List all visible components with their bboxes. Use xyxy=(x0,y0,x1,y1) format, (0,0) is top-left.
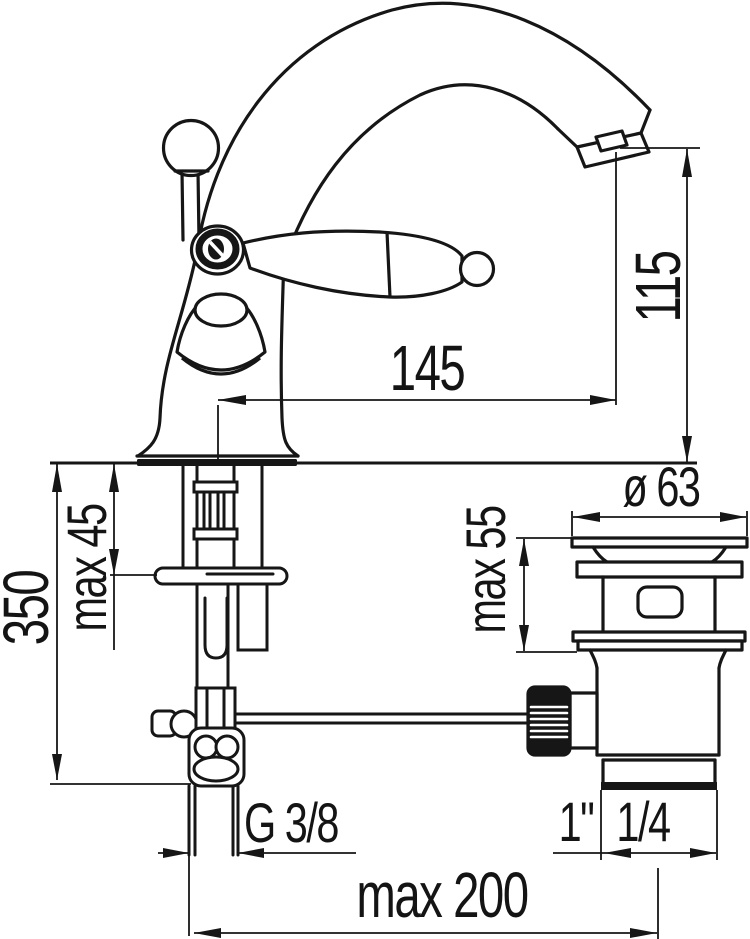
lift-rod-ball-knob xyxy=(161,118,221,178)
pop-up-waste xyxy=(526,536,749,790)
dim-label-diameter-63: ø 63 xyxy=(622,455,700,518)
dim-label-350: 350 xyxy=(0,570,62,646)
dimension-arrows xyxy=(52,149,746,938)
dimension-lines xyxy=(50,147,748,939)
waste-tailpiece xyxy=(595,753,721,790)
curved-spout xyxy=(194,1,652,264)
dim-label-max-200: max 200 xyxy=(356,859,529,931)
compression-elbow-fitting xyxy=(187,686,246,788)
escutcheon-bell xyxy=(175,292,267,376)
threaded-mounting-stud xyxy=(192,464,239,570)
supply-pipe xyxy=(195,582,230,690)
supply-thread-pipe xyxy=(187,784,240,857)
spout-aerator xyxy=(575,129,651,169)
dim-label-115: 115 xyxy=(622,251,694,323)
under-deck-mounting xyxy=(150,464,289,857)
waste-body-window xyxy=(636,585,684,619)
dim-label-g-3-8: G 3/8 xyxy=(244,791,339,854)
dim-label-max-45: max 45 xyxy=(55,504,118,632)
dim-label-145: 145 xyxy=(389,332,466,404)
pop-up-linkage-rod xyxy=(235,712,530,725)
dim-label-1-4: 1/4 xyxy=(616,790,671,853)
horseshoe-washer xyxy=(153,566,289,586)
pop-up-lift-rod xyxy=(161,118,221,242)
waste-top-flange xyxy=(570,536,749,549)
handle-end-ball xyxy=(458,250,496,288)
cartridge-head xyxy=(189,224,246,276)
dim-label-max-55: max 55 xyxy=(454,506,517,634)
fixing-nut-plate-upper xyxy=(192,480,239,494)
base-plate xyxy=(137,459,297,466)
fixing-nut-plate-lower xyxy=(192,527,239,541)
lever-handle xyxy=(241,229,496,299)
knurled-adjuster-knob xyxy=(526,685,599,757)
pop-up-rod-housing xyxy=(236,582,269,652)
dim-label-1-inch: 1" xyxy=(558,790,595,853)
